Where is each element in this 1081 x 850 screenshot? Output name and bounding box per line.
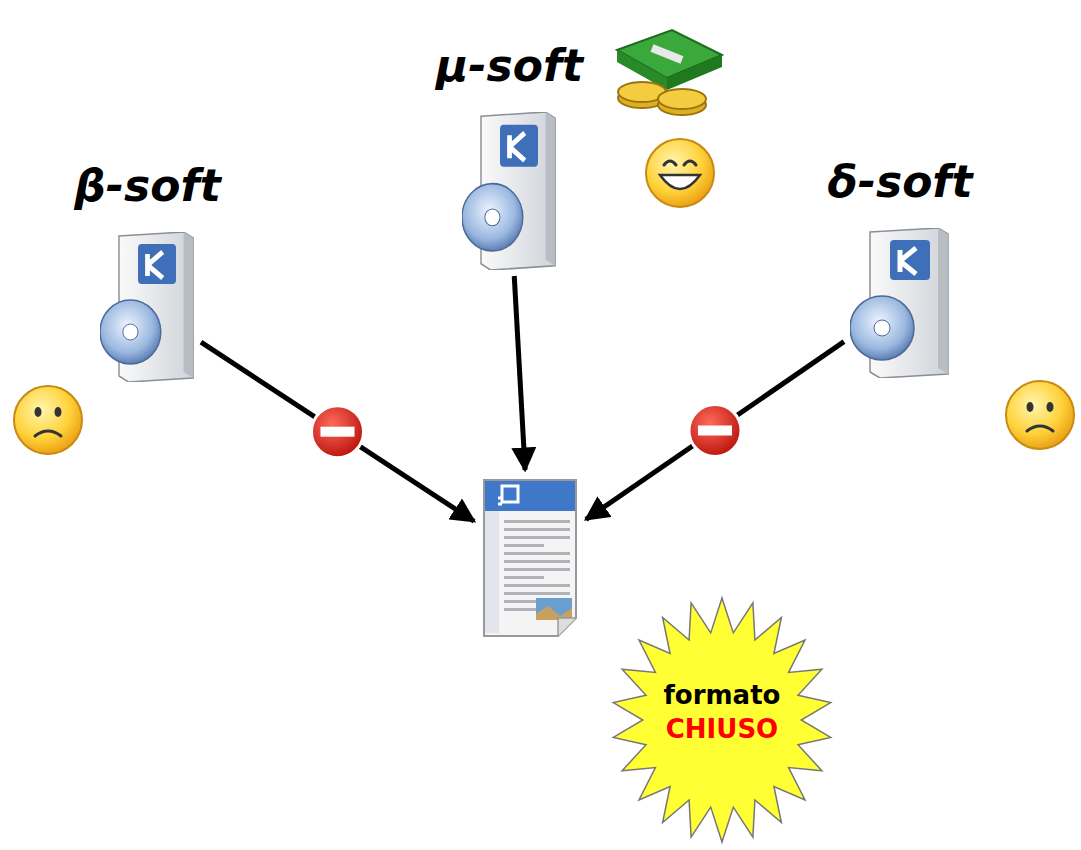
sad-face	[14, 386, 82, 454]
software-node: δ-soft	[850, 228, 950, 378]
arrow-connector	[586, 342, 844, 520]
software-node: β-soft	[100, 232, 195, 382]
arrow-connector	[514, 276, 525, 470]
software-name: μ-soft	[436, 40, 583, 91]
document-node: formatoCHIUSO	[482, 478, 578, 638]
no-entry-sign	[689, 405, 741, 457]
no-entry-sign	[312, 406, 364, 458]
format-closed: CHIUSO	[666, 714, 778, 744]
document-icon	[482, 478, 578, 638]
happy-face	[646, 139, 714, 207]
sad-face	[1006, 381, 1074, 449]
software-box	[100, 232, 195, 382]
format-note: formato	[664, 680, 781, 710]
money-icon	[617, 30, 722, 115]
software-box	[462, 112, 557, 270]
software-box	[850, 228, 950, 378]
starburst	[613, 598, 830, 842]
arrow-connector	[201, 342, 474, 521]
software-node: μ-soft	[462, 112, 557, 270]
software-name: δ-soft	[827, 156, 972, 207]
software-name: β-soft	[74, 160, 220, 211]
